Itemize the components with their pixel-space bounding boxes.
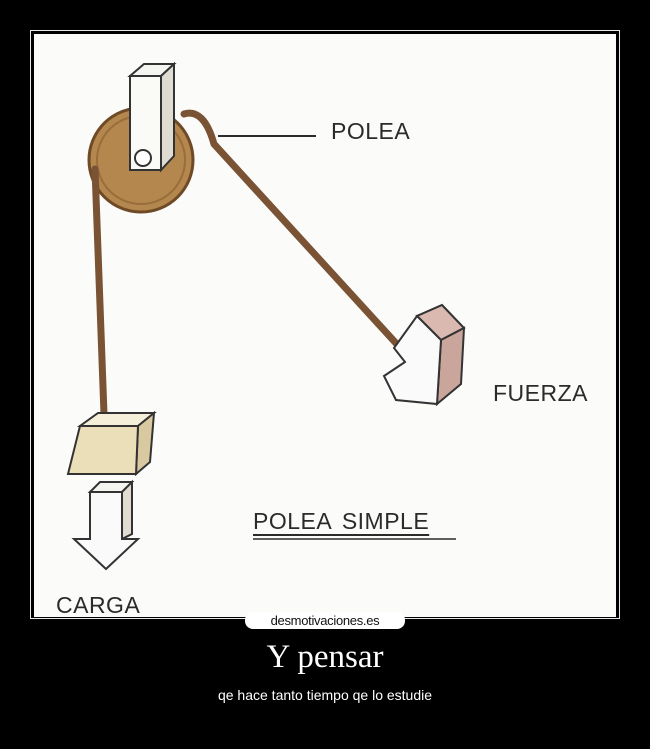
load-rope bbox=[91, 165, 108, 418]
poster-frame: POLEA FUERZA POLEA SIMPLE CARGA bbox=[30, 30, 620, 619]
pulley-diagram-svg bbox=[66, 61, 466, 571]
pulley-bracket bbox=[127, 61, 177, 173]
poster-caption: qe hace tanto tiempo qe lo estudie bbox=[217, 687, 433, 703]
polea-label: POLEA bbox=[331, 118, 411, 144]
site-watermark: desmotivaciones.es bbox=[245, 612, 405, 629]
load-arrow bbox=[71, 479, 141, 571]
force-arrow bbox=[382, 303, 466, 407]
pulley-diagram: POLEA FUERZA POLEA SIMPLE CARGA bbox=[34, 34, 616, 617]
load-block bbox=[66, 410, 157, 477]
diagram-title: POLEA SIMPLE bbox=[253, 508, 430, 534]
poster-title: Y pensar bbox=[266, 639, 384, 675]
fuerza-label: FUERZA bbox=[493, 380, 588, 406]
pulling-rope bbox=[180, 109, 408, 356]
carga-label: CARGA bbox=[56, 592, 141, 617]
